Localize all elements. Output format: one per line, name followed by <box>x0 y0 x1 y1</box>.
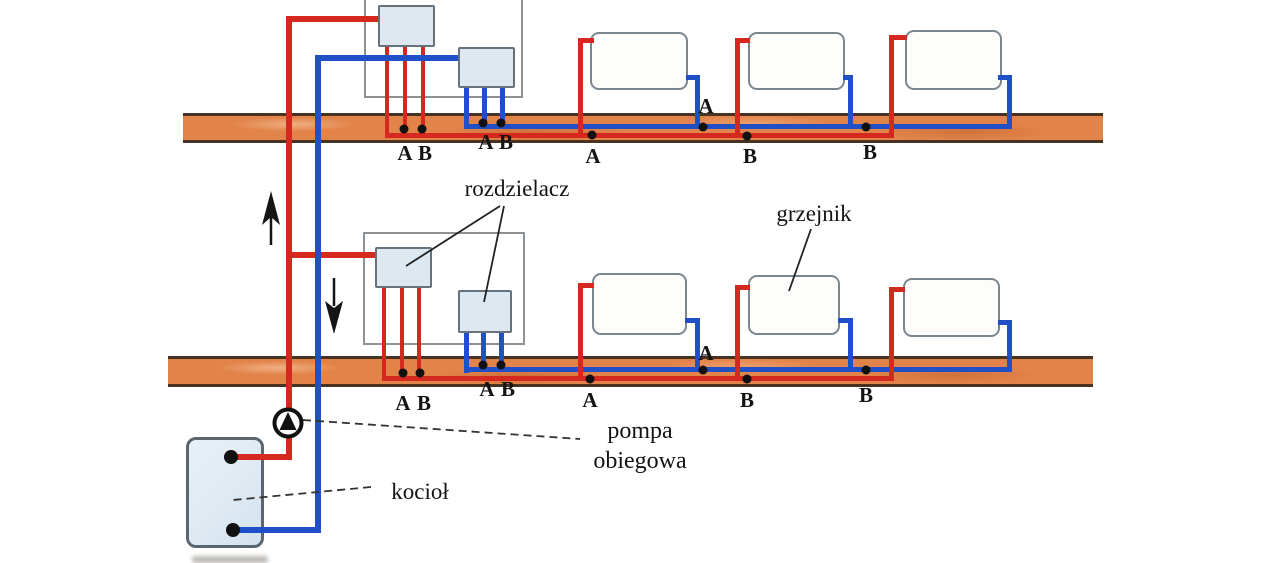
radiator-upper-2 <box>748 32 845 90</box>
return-pipe-segment <box>838 318 853 323</box>
label-radiator: grzejnik <box>776 201 852 226</box>
point-label-lower-rad1-return: A <box>698 341 714 365</box>
supply-pipe-segment <box>403 46 407 134</box>
return-pipe-segment <box>464 332 469 373</box>
return-pipe-segment <box>695 318 700 372</box>
supply-pipe-segment <box>735 285 750 290</box>
point-label-upper-d1-b: B <box>417 141 432 165</box>
supply-line-in-slab-upper <box>385 133 893 138</box>
supply-pipe-segment <box>289 252 377 258</box>
return-pipe-segment <box>315 55 460 61</box>
return-pipe-segment <box>998 75 1012 80</box>
radiator-lower-1 <box>592 273 687 335</box>
supply-pipe-segment <box>228 454 292 460</box>
point-label-upper-rad2-return: B <box>862 140 877 164</box>
label-boiler: kocioł <box>391 479 449 504</box>
supply-pipe-segment <box>421 46 425 136</box>
supply-manifold-upper <box>378 5 435 47</box>
point-label-upper-d1-a: A <box>397 141 413 165</box>
point-label-upper-rad1-return: A <box>698 94 714 118</box>
supply-pipe-segment <box>417 287 421 377</box>
point-label-upper-rad2-supply: B <box>742 144 757 168</box>
return-manifold-lower <box>458 290 512 333</box>
supply-pipe-segment <box>889 35 907 40</box>
point-label-lower-d2-a: A <box>479 377 495 401</box>
supply-pipe-segment <box>735 285 740 381</box>
supply-pipe-segment <box>578 38 594 43</box>
point-label-upper-d2-a: A <box>478 130 494 154</box>
label-pump-line2: obiegowa <box>593 448 687 474</box>
return-pipe-segment <box>464 87 469 129</box>
return-pipe-segment <box>481 332 486 370</box>
point-label-lower-d1-b: B <box>416 391 431 415</box>
return-pipe-segment <box>1007 320 1012 372</box>
return-pipe-segment <box>685 318 700 323</box>
point-label-lower-rad2-return: B <box>858 383 873 407</box>
supply-riser <box>286 16 292 411</box>
supply-pipe-segment <box>735 38 750 43</box>
supply-pipe-segment <box>578 38 583 138</box>
point-label-lower-d1-a: A <box>395 391 411 415</box>
supply-pipe-segment <box>382 287 386 380</box>
supply-line-in-slab-lower <box>382 376 893 381</box>
scan-artifact <box>192 556 268 563</box>
return-riser <box>315 55 321 533</box>
return-pipe-segment <box>686 75 700 80</box>
label-distributor: rozdzielacz <box>464 176 570 201</box>
supply-manifold-lower <box>375 247 432 288</box>
return-manifold-upper <box>458 47 515 88</box>
supply-pipe-segment <box>578 283 594 288</box>
label-pump-line1: pompa <box>607 418 673 444</box>
supply-pipe-segment <box>400 287 404 375</box>
point-label-lower-rad1-supply: A <box>582 388 598 412</box>
return-pipe-segment <box>482 87 487 126</box>
supply-pipe-segment <box>735 38 740 138</box>
radiator-upper-3 <box>905 30 1002 90</box>
point-label-lower-rad2-supply: B <box>739 388 754 412</box>
radiator-lower-3 <box>903 278 1000 337</box>
point-label-upper-d2-b: B <box>498 130 513 154</box>
return-pipe-segment <box>695 75 700 129</box>
radiator-upper-1 <box>590 32 688 90</box>
point-label-upper-rad1-supply: A <box>585 144 601 168</box>
return-pipe-segment <box>998 320 1012 325</box>
return-pipe-segment <box>848 318 853 372</box>
supply-pipe-segment <box>889 287 905 292</box>
point-label-lower-d2-b: B <box>500 377 515 401</box>
return-pipe-segment <box>500 87 505 128</box>
supply-pipe-segment <box>889 287 894 381</box>
return-pipe-segment <box>499 332 504 372</box>
supply-pipe-segment <box>889 35 894 138</box>
supply-pipe-segment <box>286 437 292 460</box>
supply-pipe-segment <box>385 46 389 137</box>
return-pipe-segment <box>1007 75 1012 129</box>
supply-pipe-segment <box>578 283 583 381</box>
return-pipe-segment <box>230 527 321 533</box>
label-pump: pompa obiegowa <box>593 416 686 476</box>
supply-pipe-segment <box>287 16 381 22</box>
return-pipe-segment <box>848 75 853 129</box>
